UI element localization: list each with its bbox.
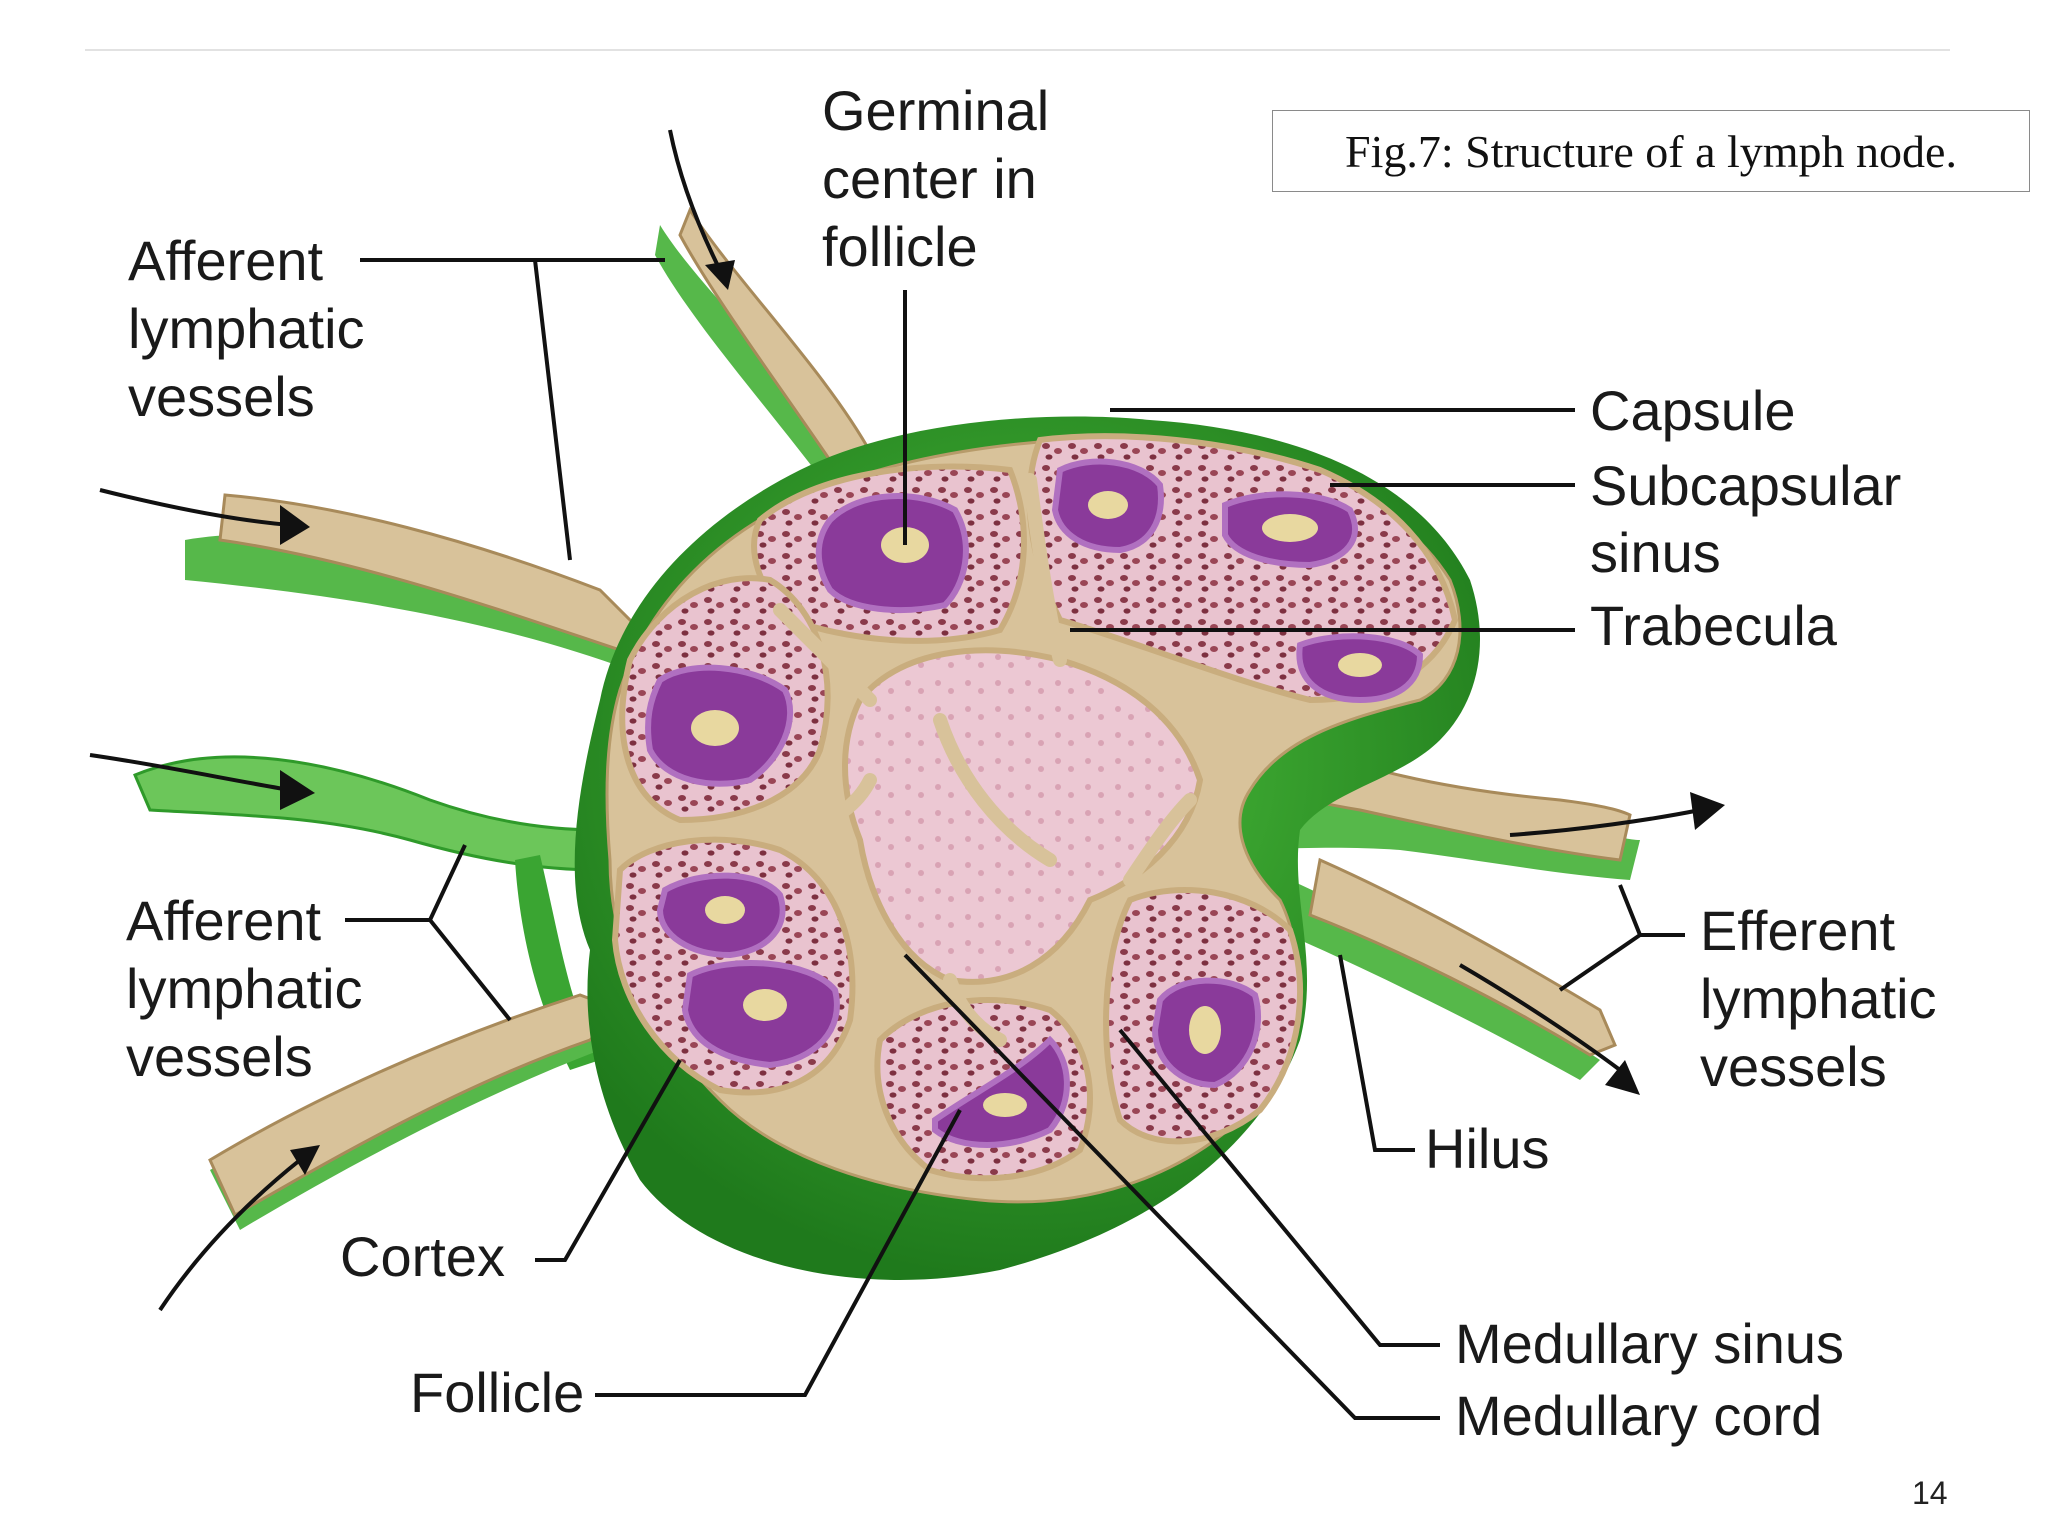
germinal-core-3 (1262, 514, 1318, 542)
label-germinal-line2: center in (822, 147, 1037, 210)
germinal-core-8 (983, 1093, 1027, 1117)
leader-medullary-cord (903, 953, 1440, 1420)
medulla-region (842, 647, 1204, 985)
page-number: 14 (1912, 1475, 1948, 1511)
arrow-middle-left-in (89, 753, 291, 792)
label-hilus: Hilus (1425, 1117, 1549, 1180)
germinal-core-4 (1338, 653, 1382, 677)
label-subcapsular-line1: Subcapsular (1590, 454, 1901, 517)
label-cortex: Cortex (340, 1225, 505, 1288)
figure-caption: Fig.7: Structure of a lymph node. (1272, 110, 2030, 192)
germinal-core-6 (705, 896, 745, 924)
label-efferent-line2: lymphatic (1700, 967, 1937, 1030)
arrow-efferent-lower-out (1458, 963, 1622, 1072)
germinal-core-7 (743, 989, 787, 1021)
arrow-efferent-upper-out (1509, 808, 1701, 837)
leader-cortex (535, 1059, 682, 1262)
germinal-core-9 (1189, 1006, 1221, 1054)
label-afferent-top-line2: lymphatic (128, 297, 365, 360)
leader-afferent-top (360, 258, 665, 561)
leader-follicle (595, 1109, 962, 1397)
label-follicle: Follicle (410, 1361, 584, 1424)
arrow-lower-left-in (158, 1158, 302, 1312)
label-afferent-bottom-line3: vessels (126, 1025, 313, 1088)
label-afferent-top-line3: vessels (128, 365, 315, 428)
label-capsule: Capsule (1590, 379, 1795, 442)
leader-efferent (1558, 884, 1685, 992)
trabeculae (773, 473, 1197, 1047)
arrow-top-in (668, 129, 722, 271)
label-efferent-line1: Efferent (1700, 899, 1896, 962)
label-afferent-bottom-line1: Afferent (126, 889, 322, 952)
label-medullary-sinus: Medullary sinus (1455, 1312, 1844, 1375)
label-efferent-line3: vessels (1700, 1035, 1887, 1098)
follicles (645, 458, 1424, 1148)
arrow-upper-left-in (99, 488, 291, 527)
label-medullary-cord: Medullary cord (1455, 1384, 1822, 1447)
follicle-8 (932, 1035, 1070, 1148)
label-germinal-line1: Germinal (822, 79, 1049, 142)
label-germinal-line3: follicle (822, 215, 978, 278)
germinal-core-5 (691, 710, 739, 746)
label-afferent-bottom-line2: lymphatic (126, 957, 363, 1020)
flow-arrows (89, 129, 1725, 1312)
labels: Germinal center in follicle Afferent lym… (126, 79, 1937, 1447)
leader-hilus (1338, 954, 1415, 1152)
germinal-core-2 (1088, 491, 1128, 519)
label-trabecula: Trabecula (1590, 594, 1838, 657)
leader-medullary-sinus (1118, 1028, 1440, 1347)
label-afferent-top-line1: Afferent (128, 229, 324, 292)
leader-afferent-bottom (345, 844, 512, 1022)
label-subcapsular-line2: sinus (1590, 521, 1721, 584)
leader-lines (345, 258, 1685, 1420)
